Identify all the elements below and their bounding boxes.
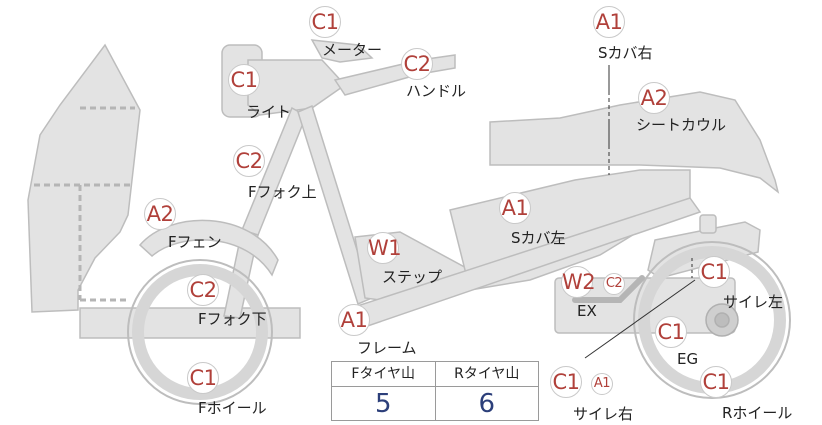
handle-grade-badge-1: C2 xyxy=(401,48,433,80)
front-wheel-rim xyxy=(132,264,268,400)
muffler-right-grade-badge-1: C1 xyxy=(550,366,582,398)
step-label: ステップ xyxy=(382,268,443,286)
f-fender-label: Fフェン xyxy=(168,233,222,251)
tire-tread-table: Fタイヤ山 Rタイヤ山 5 6 xyxy=(331,361,539,421)
meter-label: メーター xyxy=(322,41,383,59)
rear-shock-shape xyxy=(699,214,717,234)
front-fender-shape xyxy=(138,219,279,277)
light-grade-badge-1: C1 xyxy=(228,64,260,96)
meter-grade-badge-1: C1 xyxy=(309,6,341,38)
front-wheel-outer xyxy=(127,259,273,405)
light-label: ライト xyxy=(246,103,292,121)
muffler-right-label: サイレ右 xyxy=(573,405,634,423)
frame-label: フレーム xyxy=(357,339,417,357)
muffler-right-leader-line xyxy=(584,279,696,359)
handle-label: ハンドル xyxy=(406,82,467,100)
f-fender-grade-badge-1: A2 xyxy=(144,198,176,230)
engine-label: EG xyxy=(677,350,699,368)
s-cover-left-label: Sカバ左 xyxy=(511,229,566,247)
front-leg-shield-shape xyxy=(27,43,141,313)
tire-table-header-front: Fタイヤ山 xyxy=(351,366,416,382)
seat-cowl-label: シートカウル xyxy=(636,116,727,134)
tire-table-header-rear: Rタイヤ山 xyxy=(434,362,539,386)
exhaust-pipe-shape xyxy=(572,275,645,303)
f-fork-upper-label: Fフォク上 xyxy=(248,183,317,201)
seat-cowl-shape xyxy=(489,91,780,194)
front-tread-value: 5 xyxy=(374,389,392,419)
muffler-right-grade-badge-2: A1 xyxy=(591,373,613,395)
frame-grade-badge-1: A1 xyxy=(338,304,370,336)
muffler-left-grade-badge-1: C1 xyxy=(698,256,730,288)
exhaust-label: EX xyxy=(577,302,597,320)
s-cover-right-label: Sカバ右 xyxy=(598,44,653,62)
f-fork-upper-grade-badge-1: C2 xyxy=(233,145,265,177)
step-grade-badge-1: W1 xyxy=(367,232,402,264)
muffler-left-label: サイレ左 xyxy=(723,293,784,311)
engine-grade-badge-1: C1 xyxy=(655,316,687,348)
r-wheel-label: Rホイール xyxy=(722,404,793,422)
meter-shape xyxy=(310,39,374,63)
seat-cowl-grade-badge-1: A2 xyxy=(638,82,670,114)
r-wheel-grade-badge-1: C1 xyxy=(700,366,732,398)
rear-wheel-outer xyxy=(633,241,791,399)
exhaust-grade-badge-2: C2 xyxy=(603,273,625,295)
s-cover-left-grade-badge-1: A1 xyxy=(499,192,531,224)
tire-table-header-row: Fタイヤ山 Rタイヤ山 xyxy=(332,362,538,387)
exhaust-grade-badge-1: W2 xyxy=(561,266,596,298)
f-fork-lower-label: Fフォク下 xyxy=(198,310,267,328)
tire-table-value-row: 5 6 xyxy=(332,387,538,421)
f-wheel-grade-badge-1: C1 xyxy=(187,362,219,394)
s-cover-right-grade-badge-1: A1 xyxy=(593,6,625,38)
f-fork-lower-grade-badge-1: C2 xyxy=(187,274,219,306)
f-wheel-label: Fホイール xyxy=(198,399,267,417)
rear-tread-value: 6 xyxy=(434,387,539,421)
engine-hub-inner xyxy=(714,312,730,328)
